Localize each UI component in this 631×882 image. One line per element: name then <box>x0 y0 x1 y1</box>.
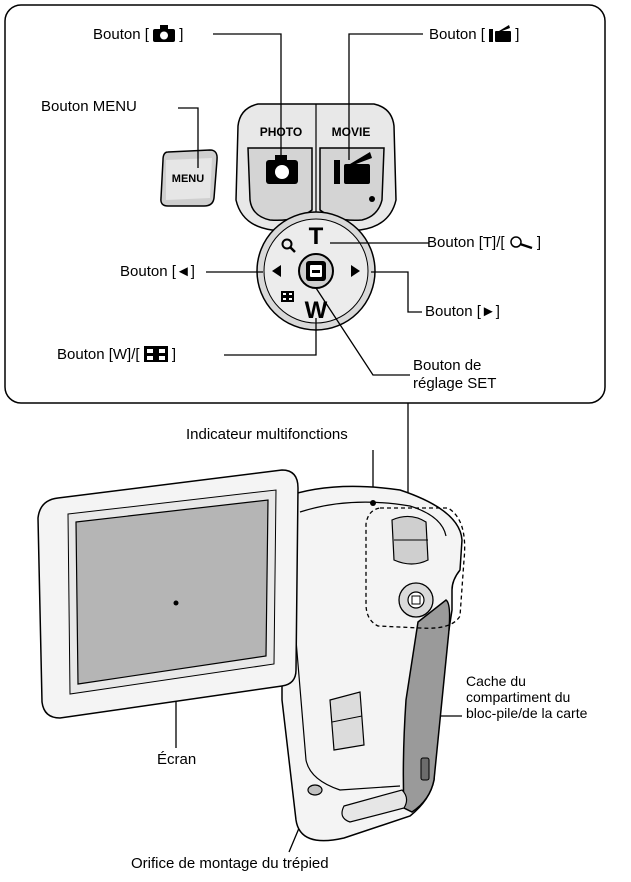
magnifier-icon <box>509 236 533 250</box>
set-button[interactable] <box>298 253 334 289</box>
tele-label: T <box>309 223 324 250</box>
thumbnail-grid-icon <box>143 346 168 362</box>
label-movie-button: Bouton [ ] <box>429 25 519 44</box>
movie-camera-icon <box>489 25 512 42</box>
housing-ridge <box>299 501 447 537</box>
label-photo-button-suffix: ] <box>179 26 184 43</box>
control-cluster: MENU PHOTO MOVIE <box>160 103 397 331</box>
label-set-button-line-1: Bouton de <box>413 357 482 374</box>
label-screen: Écran <box>157 751 197 768</box>
label-wide-button-prefix: Bouton [W]/[ <box>57 346 140 363</box>
cover-latch <box>420 757 430 781</box>
right-arrow-icon <box>351 265 360 277</box>
movie-button[interactable] <box>319 147 385 222</box>
battery-cover[interactable] <box>402 599 451 813</box>
menu-button-label: MENU <box>172 173 204 185</box>
movie-led <box>369 196 375 202</box>
label-battery-cover: Cache du compartiment du bloc-pile/de la… <box>466 673 587 721</box>
screen-point <box>173 600 179 606</box>
housing-edge <box>295 639 401 791</box>
label-wide-button: Bouton [W]/[ ] <box>57 346 176 364</box>
menu-button[interactable]: MENU <box>160 149 218 207</box>
label-movie-button-suffix: ] <box>515 26 520 43</box>
wide-label: W <box>305 297 328 324</box>
label-tele-button: Bouton [T]/[ ] <box>427 234 541 252</box>
controls-highlight <box>365 507 466 629</box>
label-right-button: Bouton [►] <box>425 303 500 320</box>
movie-camera-icon <box>334 152 372 184</box>
lcd-screen <box>75 499 269 685</box>
label-battery-cover-line-1: Cache du <box>466 673 526 689</box>
label-set-button: Bouton de réglage SET <box>413 357 496 393</box>
label-photo-button: Bouton [ ] <box>93 25 183 44</box>
multifunction-indicator <box>370 500 376 506</box>
label-photo-button-prefix: Bouton [ <box>93 26 149 43</box>
left-arrow-icon <box>272 265 281 277</box>
front-plate <box>329 691 365 751</box>
camera-icon <box>153 25 176 42</box>
label-battery-cover-line-2: compartiment du <box>466 689 571 705</box>
body-control-cluster <box>391 515 434 618</box>
camera-body <box>37 469 466 842</box>
strap-loop <box>341 789 408 823</box>
thumbnail-grid-icon <box>281 291 294 302</box>
movie-button-label: MOVIE <box>332 125 371 139</box>
label-menu-button: Bouton MENU <box>41 98 137 115</box>
magnifier-icon <box>281 238 296 253</box>
label-tele-button-prefix: Bouton [T]/[ <box>427 234 505 251</box>
label-wide-button-suffix: ] <box>171 346 177 363</box>
label-movie-button-prefix: Bouton [ <box>429 26 485 43</box>
label-battery-cover-line-3: bloc-pile/de la carte <box>466 705 588 721</box>
label-set-button-line-2: réglage SET <box>413 375 497 392</box>
label-tripod-socket: Orifice de montage du trépied <box>131 855 329 872</box>
label-left-button: Bouton [◄] <box>120 263 195 280</box>
label-multifunction-indicator: Indicateur multifonctions <box>186 426 348 443</box>
front-plate-line <box>331 715 363 723</box>
detail-panel <box>4 4 606 404</box>
photo-button[interactable] <box>247 147 313 222</box>
label-tele-button-suffix: ] <box>536 234 542 251</box>
tripod-socket <box>307 784 323 796</box>
